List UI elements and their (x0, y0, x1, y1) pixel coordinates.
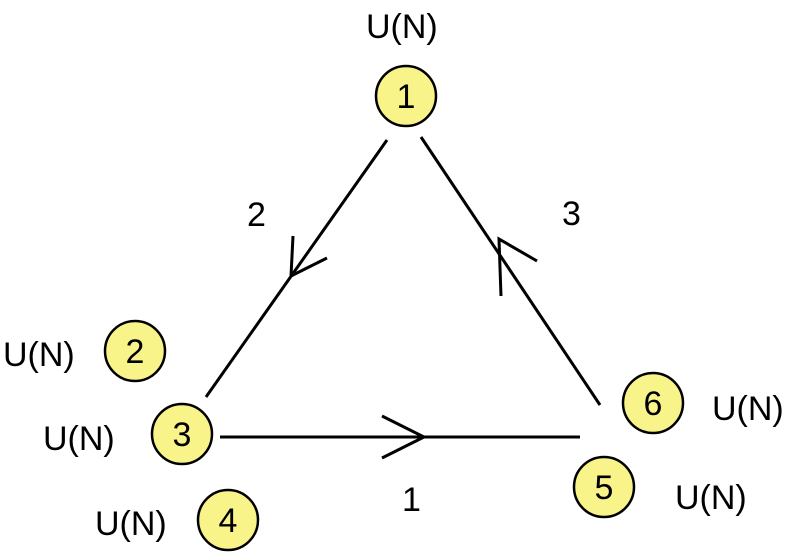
node-1: 1 (374, 64, 438, 128)
edge-2-line (204, 139, 389, 398)
node-2-label: U(N) (3, 336, 75, 374)
node-2-id: 2 (126, 333, 145, 371)
node-1-id: 1 (397, 78, 416, 116)
node-1-label: U(N) (366, 8, 438, 46)
edge-3-line (419, 136, 602, 406)
node-3-label: U(N) (43, 420, 115, 458)
edge-3-arrow (497, 236, 538, 297)
node-6-id: 6 (644, 385, 663, 423)
edge-3-label: 3 (562, 195, 581, 233)
node-6-label: U(N) (712, 390, 784, 428)
node-5: 5 (572, 455, 636, 519)
edge-2-label: 2 (247, 196, 266, 234)
node-6: 6 (621, 371, 685, 435)
node-4-label: U(N) (95, 505, 167, 543)
node-3: 3 (150, 402, 214, 466)
edge-1-label: 1 (402, 481, 421, 519)
node-2: 2 (103, 319, 167, 383)
node-4: 4 (196, 488, 260, 552)
node-3-id: 3 (173, 416, 192, 454)
node-5-id: 5 (595, 469, 614, 507)
edge-2-arrow (289, 235, 328, 279)
edge-1-arrow (381, 414, 428, 460)
node-4-id: 4 (219, 502, 238, 540)
node-5-label: U(N) (675, 479, 747, 517)
